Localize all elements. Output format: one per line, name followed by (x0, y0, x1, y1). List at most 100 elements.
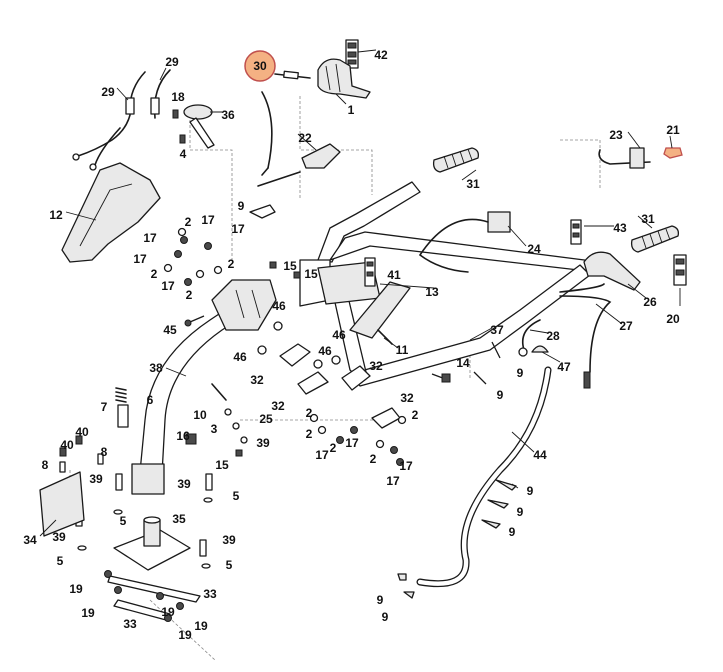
callout-label-32[interactable]: 32 (369, 359, 383, 373)
highlighted-part-30[interactable]: 30 (244, 50, 276, 82)
highlight-circle[interactable] (244, 50, 276, 82)
callout-label-2[interactable]: 2 (370, 452, 377, 466)
callout-label-9[interactable]: 9 (517, 505, 524, 519)
callout-label-38[interactable]: 38 (149, 361, 163, 375)
washer-part-5 (77, 497, 213, 569)
callout-label-17[interactable]: 17 (201, 213, 215, 227)
callout-label-25[interactable]: 25 (259, 412, 273, 426)
callout-label-2[interactable]: 2 (306, 427, 313, 441)
callout-label-6[interactable]: 6 (147, 393, 154, 407)
callout-label-17[interactable]: 17 (399, 459, 413, 473)
callout-label-31[interactable]: 31 (641, 212, 655, 226)
callout-label-26[interactable]: 26 (643, 295, 657, 309)
callout-label-24[interactable]: 24 (527, 242, 541, 256)
callout-label-15[interactable]: 15 (304, 267, 318, 281)
callout-label-5[interactable]: 5 (233, 489, 240, 503)
callout-label-17[interactable]: 17 (161, 279, 175, 293)
callout-label-33[interactable]: 33 (123, 617, 137, 631)
callout-label-3[interactable]: 3 (211, 422, 218, 436)
callout-label-22[interactable]: 22 (298, 131, 312, 145)
callout-label-45[interactable]: 45 (163, 323, 177, 337)
callout-label-19[interactable]: 19 (194, 619, 208, 633)
callout-label-17[interactable]: 17 (143, 231, 157, 245)
callout-label-9[interactable]: 9 (527, 484, 534, 498)
callout-label-14[interactable]: 14 (456, 356, 470, 370)
callout-label-42[interactable]: 42 (374, 48, 388, 62)
callout-label-47[interactable]: 47 (557, 360, 571, 374)
callout-label-17[interactable]: 17 (133, 252, 147, 266)
callout-label-8[interactable]: 8 (101, 445, 108, 459)
callout-label-46[interactable]: 46 (332, 328, 346, 342)
callout-label-19[interactable]: 19 (178, 628, 192, 642)
callout-label-32[interactable]: 32 (400, 391, 414, 405)
callout-label-5[interactable]: 5 (226, 558, 233, 572)
callout-label-46[interactable]: 46 (233, 350, 247, 364)
callout-label-29[interactable]: 29 (165, 55, 179, 69)
highlight-label[interactable]: 30 (253, 59, 267, 73)
callout-label-32[interactable]: 32 (250, 373, 264, 387)
callout-label-17[interactable]: 17 (386, 474, 400, 488)
callout-label-36[interactable]: 36 (221, 108, 235, 122)
callout-label-15[interactable]: 15 (283, 259, 297, 273)
callout-label-2[interactable]: 2 (186, 288, 193, 302)
callout-label-9[interactable]: 9 (238, 199, 245, 213)
callout-label-7[interactable]: 7 (101, 400, 108, 414)
callout-label-34[interactable]: 34 (23, 533, 37, 547)
callout-label-10[interactable]: 10 (193, 408, 207, 422)
callout-label-5[interactable]: 5 (57, 554, 64, 568)
callout-label-11[interactable]: 11 (396, 343, 409, 357)
callout-label-41[interactable]: 41 (387, 268, 401, 282)
callout-label-2[interactable]: 2 (306, 406, 313, 420)
callout-label-18[interactable]: 18 (171, 90, 185, 104)
callout-label-40[interactable]: 40 (60, 438, 74, 452)
callout-label-4[interactable]: 4 (180, 147, 187, 161)
callout-label-2[interactable]: 2 (185, 215, 192, 229)
callout-label-2[interactable]: 2 (412, 408, 419, 422)
callout-label-1[interactable]: 1 (348, 103, 355, 117)
callout-label-19[interactable]: 19 (69, 582, 83, 596)
callout-label-23[interactable]: 23 (609, 128, 623, 142)
callout-label-17[interactable]: 17 (315, 448, 329, 462)
callout-label-33[interactable]: 33 (203, 587, 217, 601)
callout-label-46[interactable]: 46 (318, 344, 332, 358)
callout-label-28[interactable]: 28 (546, 329, 560, 343)
callout-label-9[interactable]: 9 (382, 610, 389, 624)
callout-label-32[interactable]: 32 (271, 399, 285, 413)
callout-label-40[interactable]: 40 (75, 425, 89, 439)
callout-label-39[interactable]: 39 (256, 436, 270, 450)
callout-label-19[interactable]: 19 (161, 605, 175, 619)
callout-label-13[interactable]: 13 (425, 285, 439, 299)
callout-label-9[interactable]: 9 (497, 388, 504, 402)
cable-end-part-30 (261, 70, 311, 176)
callout-label-5[interactable]: 5 (120, 514, 127, 528)
callout-label-46[interactable]: 46 (272, 299, 286, 313)
callout-label-44[interactable]: 44 (533, 448, 547, 462)
cable-part-29 (72, 69, 171, 171)
callout-label-9[interactable]: 9 (377, 593, 384, 607)
callout-label-2[interactable]: 2 (228, 257, 235, 271)
lever-part-26 (583, 251, 641, 291)
callout-label-17[interactable]: 17 (231, 222, 245, 236)
callout-label-39[interactable]: 39 (222, 533, 236, 547)
callout-label-37[interactable]: 37 (490, 323, 504, 337)
callout-label-27[interactable]: 27 (619, 319, 633, 333)
callout-label-9[interactable]: 9 (509, 525, 516, 539)
callout-label-35[interactable]: 35 (172, 512, 186, 526)
callout-label-2[interactable]: 2 (151, 267, 158, 281)
callout-label-19[interactable]: 19 (81, 606, 95, 620)
callout-label-31[interactable]: 31 (466, 177, 480, 191)
callout-label-39[interactable]: 39 (52, 530, 66, 544)
callout-label-16[interactable]: 16 (176, 429, 190, 443)
callout-label-8[interactable]: 8 (42, 458, 49, 472)
callout-label-12[interactable]: 12 (49, 208, 63, 222)
callout-label-9[interactable]: 9 (517, 366, 524, 380)
callout-label-17[interactable]: 17 (345, 436, 359, 450)
callout-label-43[interactable]: 43 (613, 221, 627, 235)
callout-label-15[interactable]: 15 (215, 458, 229, 472)
callout-label-2[interactable]: 2 (330, 441, 337, 455)
callout-label-39[interactable]: 39 (177, 477, 191, 491)
callout-label-39[interactable]: 39 (89, 472, 103, 486)
callout-label-21[interactable]: 21 (666, 123, 680, 137)
callout-label-29[interactable]: 29 (101, 85, 115, 99)
callout-label-20[interactable]: 20 (666, 312, 680, 326)
